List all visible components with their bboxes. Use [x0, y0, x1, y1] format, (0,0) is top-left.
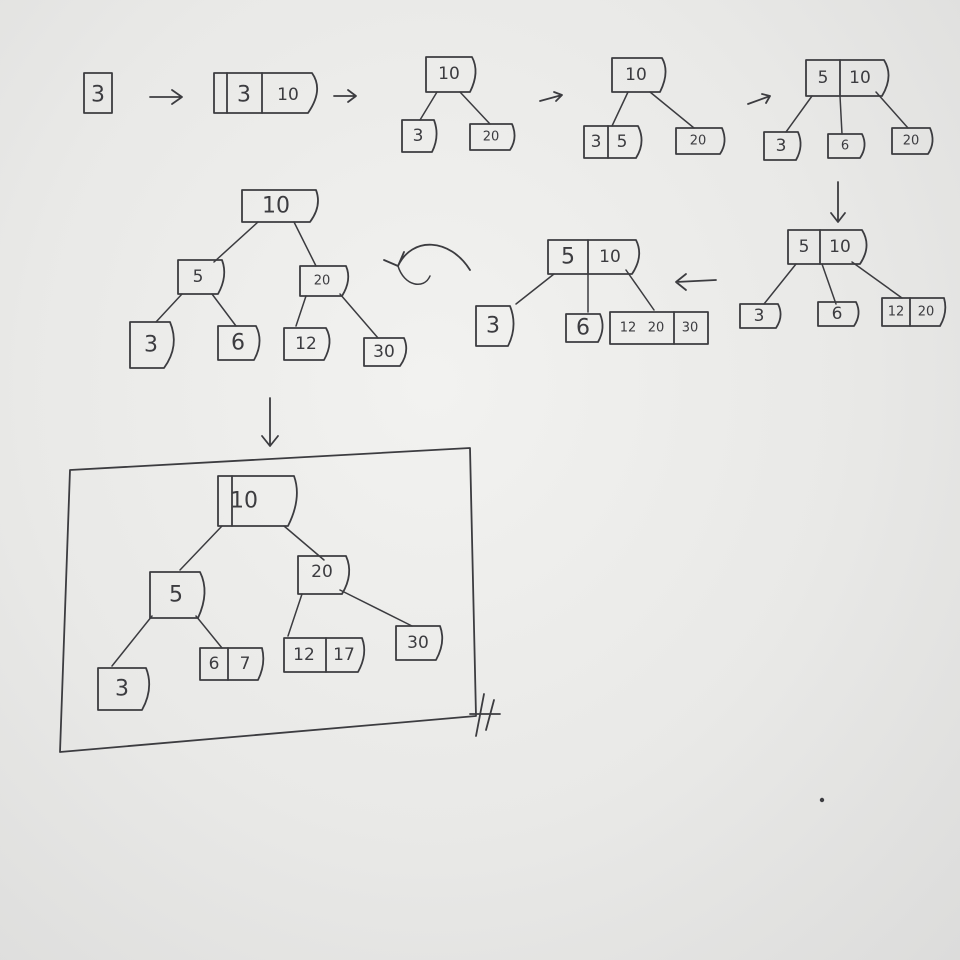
- node-key: 10: [829, 237, 851, 257]
- node-key: 20: [314, 274, 331, 289]
- node-key: 7: [240, 654, 251, 674]
- node-key: 30: [373, 342, 395, 362]
- node-key: 3: [776, 136, 787, 156]
- node-key: 10: [230, 489, 258, 514]
- node-key: 5: [193, 267, 204, 287]
- node-key: 3: [115, 677, 129, 702]
- node-key: 6: [231, 331, 245, 356]
- node-key: 20: [648, 321, 665, 336]
- node-key: 12: [295, 334, 317, 354]
- stage-7-tree: 5 10 3 6 12 20 30: [475, 239, 709, 347]
- node-key: 12: [888, 305, 905, 320]
- node-key: 10: [277, 85, 299, 105]
- stage-1-tree: 3: [83, 72, 113, 114]
- arrow-right-icon: [747, 93, 771, 105]
- arrow-down-icon: [261, 397, 279, 447]
- node-key: 3: [91, 83, 105, 108]
- node-key: 5: [818, 68, 829, 88]
- node-key: 5: [561, 245, 575, 270]
- node-key: 10: [438, 64, 460, 84]
- final-tree-frame: [59, 447, 501, 753]
- node-key: 3: [591, 132, 602, 152]
- node-key: 10: [262, 194, 290, 219]
- done-mark-icon: [469, 693, 501, 737]
- node-key: 5: [169, 583, 183, 608]
- node-key: 20: [918, 305, 935, 320]
- stage-9-tree: 10 5 20 3 6 7 12 17 30: [97, 475, 444, 711]
- node-key: 5: [799, 237, 810, 257]
- arrow-left-icon: [675, 273, 717, 291]
- node-key: 5: [617, 132, 628, 152]
- node-key: 3: [237, 83, 251, 108]
- node-key: 12: [620, 321, 637, 336]
- node-key: 30: [407, 633, 429, 653]
- stage-5-tree: 5 10 3 6 20: [763, 59, 934, 161]
- node-key: 10: [599, 247, 621, 267]
- node-key: 3: [144, 333, 158, 358]
- node-key: 6: [576, 316, 590, 341]
- arrow-right-icon: [333, 89, 357, 103]
- node-key: 3: [413, 126, 424, 146]
- stage-8-tree: 10 5 20 3 6 12 30: [129, 189, 408, 369]
- node-key: 30: [682, 321, 699, 336]
- node-key: 20: [483, 130, 500, 145]
- node-key: 3: [486, 314, 500, 339]
- ink-dot: [819, 797, 825, 803]
- arrow-right-icon: [539, 91, 563, 102]
- stage-6-tree: 5 10 3 6 12 20: [739, 229, 947, 329]
- node-key: 20: [903, 134, 920, 149]
- node-key: 10: [625, 65, 647, 85]
- arrow-right-icon: [149, 89, 183, 105]
- node-key: 3: [754, 306, 765, 326]
- node-key: 20: [690, 134, 707, 149]
- node-key: 6: [841, 139, 849, 154]
- curved-arrow-left-icon: [383, 243, 471, 271]
- stage-4-tree: 10 3 5 20: [583, 57, 726, 159]
- arrow-down-icon: [830, 181, 846, 223]
- node-key: 10: [849, 68, 871, 88]
- node-key: 6: [832, 304, 843, 324]
- node-key: 17: [333, 645, 355, 665]
- node-key: 20: [311, 562, 333, 582]
- node-key: 12: [293, 645, 315, 665]
- stage-2-tree: 3 10: [213, 72, 318, 114]
- node-key: 6: [209, 654, 220, 674]
- stage-3-tree: 10 3 20: [401, 56, 516, 153]
